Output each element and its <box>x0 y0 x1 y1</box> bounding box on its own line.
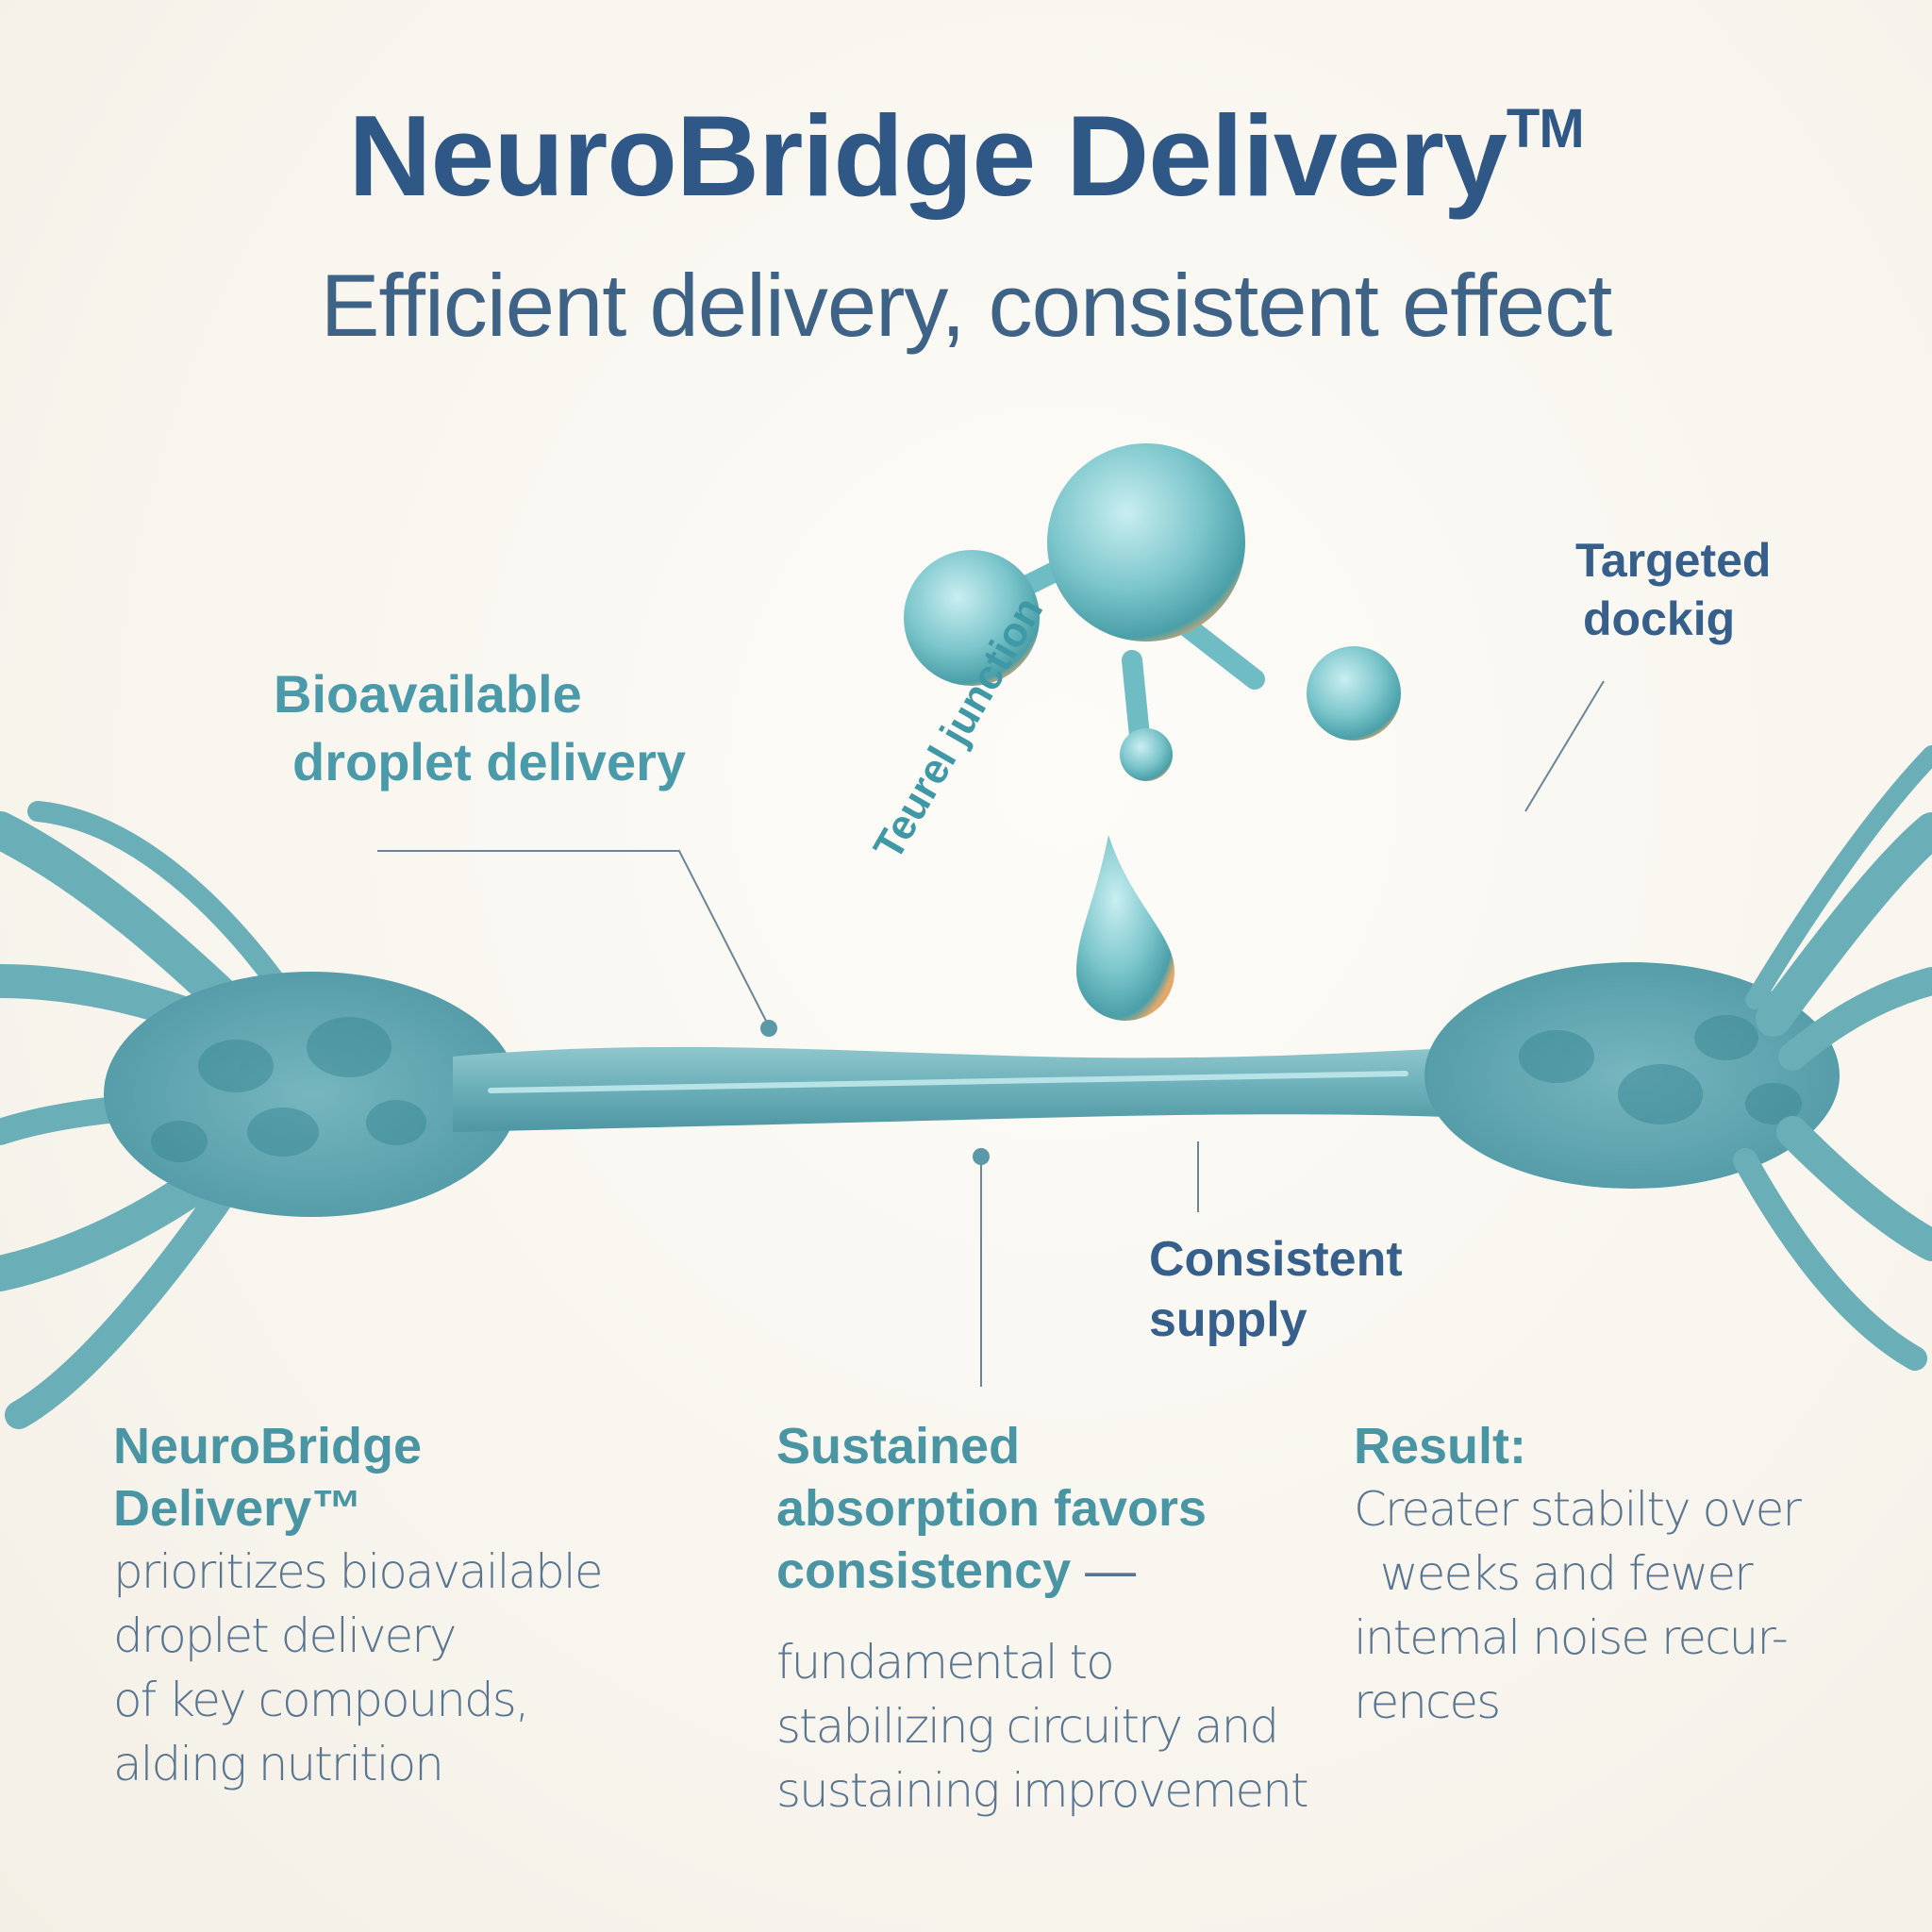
axon <box>453 1046 1472 1132</box>
column-heading: Result: <box>1354 1418 1527 1474</box>
droplet-icon <box>1076 835 1174 1021</box>
anchor-dot <box>760 1020 777 1037</box>
body-line: of key compounds, <box>113 1673 530 1727</box>
left-soma <box>104 972 519 1217</box>
heading-line: Sustained <box>776 1418 1021 1474</box>
body-line: alding nutrition <box>113 1737 444 1791</box>
callout-line: supply <box>1149 1292 1307 1347</box>
title-text: NeuroBridge Delivery <box>348 92 1507 220</box>
body-line: stabilizing circuitry and <box>776 1699 1279 1754</box>
leader-lines <box>377 680 1605 1387</box>
page-subtitle: Efficient delivery, consistent effect <box>320 256 1613 355</box>
body-line: weeks and fewer <box>1354 1546 1754 1601</box>
axon-highlight <box>488 1071 1408 1093</box>
em-dash: — <box>1071 1542 1137 1599</box>
body-line: fundamental to <box>776 1635 1115 1690</box>
callout-line: Targeted <box>1575 534 1772 587</box>
callout-bioavailable: Bioavailable droplet delivery <box>274 660 686 796</box>
heading-line: consistency <box>776 1542 1072 1599</box>
body-line: sustaining improvement <box>776 1763 1309 1818</box>
page-title: NeuroBridge DeliveryTM <box>0 90 1932 222</box>
body-line: rences <box>1354 1674 1501 1729</box>
callout-line: Bioavailable <box>274 664 582 724</box>
trademark-mark: TM <box>1506 98 1585 159</box>
callout-consistent-supply: Consistent supply <box>1149 1229 1403 1350</box>
body-line: prioritizes bioavailable <box>113 1544 604 1599</box>
heading-line: NeuroBridge <box>113 1418 423 1474</box>
body-line: intemal noise recur- <box>1354 1610 1789 1665</box>
heading-line: Delivery™ <box>113 1480 363 1537</box>
callout-line: dockig <box>1583 592 1736 645</box>
callout-line: droplet delivery <box>292 732 687 791</box>
anchor-dot <box>973 1148 990 1165</box>
callout-targeted-docking: Targeted dockig <box>1575 531 1771 648</box>
heading-line: absorption favors <box>776 1480 1208 1537</box>
right-dendrites <box>1733 745 1932 1371</box>
body-line: droplet delivery <box>113 1608 457 1663</box>
body-line: Creater stabilty over <box>1354 1482 1802 1537</box>
callout-line: Consistent <box>1149 1232 1403 1287</box>
molecule-icon <box>904 443 1401 781</box>
info-column-result: Result: Creater stabilty over weeks and … <box>1354 1415 1920 1734</box>
